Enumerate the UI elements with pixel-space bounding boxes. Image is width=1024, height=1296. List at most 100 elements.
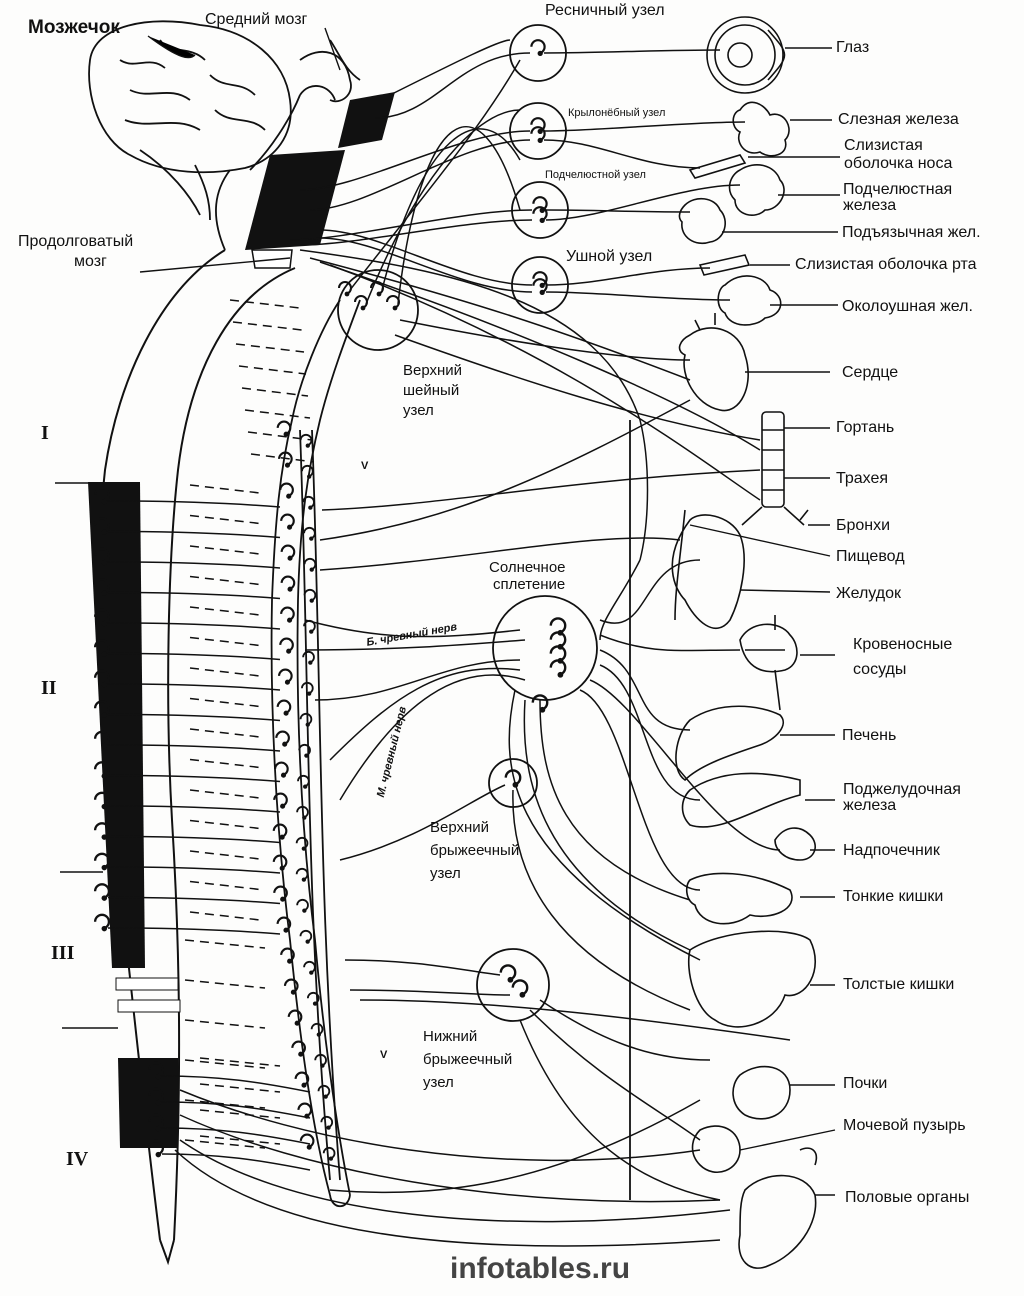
nerve-fiber [232,321,303,331]
label-medulla-2: мозг [74,253,107,270]
organ-label-bladder: Мочевой пузырь [843,1117,966,1134]
nerve-fiber [107,622,281,630]
nerve-fiber [179,1089,701,1162]
nerve-fiber [189,728,261,738]
nerve-fiber [545,209,691,213]
synapse-symbol [320,1115,334,1131]
label-sup-mesenteric-1: Верхний [430,819,490,836]
nerve-fiber [107,805,281,813]
segment-label-i: I [41,422,49,444]
nerve-fiber [107,683,281,691]
nerve-fiber [599,634,741,652]
synapse-symbol [280,544,296,562]
nerve-fiber [523,699,691,951]
nerve-fiber [399,319,691,361]
organ-label-kidneys: Почки [843,1075,888,1092]
synapse-symbol [299,433,313,449]
label-solar-1: Солнечное [489,559,566,576]
organ-label-pancreas-1: Поджелудочная [843,781,961,798]
organ-label-submandibular-1: Подчелюстная [843,181,953,198]
synapse-symbol [93,913,111,933]
nerve-fiber [339,674,526,801]
nerve-fiber [349,59,521,291]
organ-label-pancreas-2: железа [843,797,897,814]
nerve-fiber [299,249,649,561]
label-inf-mesenteric-1: Нижний [423,1028,478,1045]
nerve-fiber [543,121,746,132]
organ-label-lacrimal: Слезная железа [838,111,959,128]
label-submandibular-ganglion: Подчелюстной узел [545,169,646,181]
nerve-fiber [397,126,521,305]
nerve-fiber [184,1099,266,1109]
brainstem-nuclei [245,92,395,269]
label-v-lower: V [380,1049,388,1061]
nerve-fiber [161,1153,311,1171]
nerve-fiber [329,264,761,501]
nerve-fiber [107,561,281,569]
nerve-fiber [199,1109,281,1119]
synapse-symbol [511,979,529,999]
synapse-symbol [532,278,548,297]
synapse-symbol [294,1071,310,1089]
nerve-fiber [319,261,761,451]
nerve-fiber [374,52,531,119]
nerve-fiber [389,39,511,96]
label-sup-cervical-2: шейный [403,382,460,399]
synapse-symbol [303,960,316,976]
synapse-symbol [295,867,309,883]
organ-label-eye: Глаз [836,39,870,56]
label-cerebellum: Мозжечок [28,17,120,38]
nerve-fiber [184,1019,266,1029]
nerve-fiber [161,1075,311,1093]
nerve-fiber [241,387,309,397]
brain [88,20,361,251]
nerve-fiber [309,139,531,211]
nerve-fiber [107,896,281,905]
nerve-fiber [304,619,521,638]
organ-label-genitals: Половые органы [845,1189,970,1206]
nerve-fiber [599,664,701,801]
synapse-symbol [549,659,567,679]
label-inf-mesenteric-3: узел [423,1074,454,1091]
segment-label-ii: II [41,677,57,699]
segment-label-iv: IV [66,1148,89,1170]
synapse-symbol [386,295,400,312]
synapse-symbol [276,699,292,717]
synapse-symbol [277,668,293,686]
nerve-fiber [107,591,281,600]
synapse-symbol [310,1022,324,1038]
nerve-fiber [545,267,711,286]
nerve-fiber [365,109,521,305]
synapse-symbol [303,588,317,604]
spinal-segments [55,482,181,1148]
organs [671,16,818,1269]
synapse-symbol [299,712,313,728]
nerve-fiber [344,959,501,976]
nerve-fiber [329,1099,701,1194]
label-v-upper: V [361,460,369,472]
nerve-fiber [319,537,681,571]
organ-label-trachea: Трахея [836,470,889,487]
nerve-fiber [545,184,741,221]
nerve-fiber [229,299,301,309]
nerve-fiber [394,334,761,441]
synapse-symbol [530,39,546,58]
nerve-fiber [107,744,281,752]
organ-label-heart: Сердце [842,364,899,381]
nerve-fiber [359,999,791,1041]
nerve-fiber [174,1149,721,1247]
nerve-fiber [319,237,533,293]
synapse-symbol [317,1084,331,1100]
nerve-fiber [189,911,261,921]
nerve-fiber [107,866,281,874]
nerve-fiber [107,530,281,539]
nerve-fiber [599,649,691,731]
nerve-fibers [107,39,791,1247]
synapse-symbol [303,526,316,542]
nerve-fiber [381,128,521,291]
synapse-symbol [276,420,292,438]
nerve-fiber [184,979,266,989]
nerve-fiber [349,989,511,996]
